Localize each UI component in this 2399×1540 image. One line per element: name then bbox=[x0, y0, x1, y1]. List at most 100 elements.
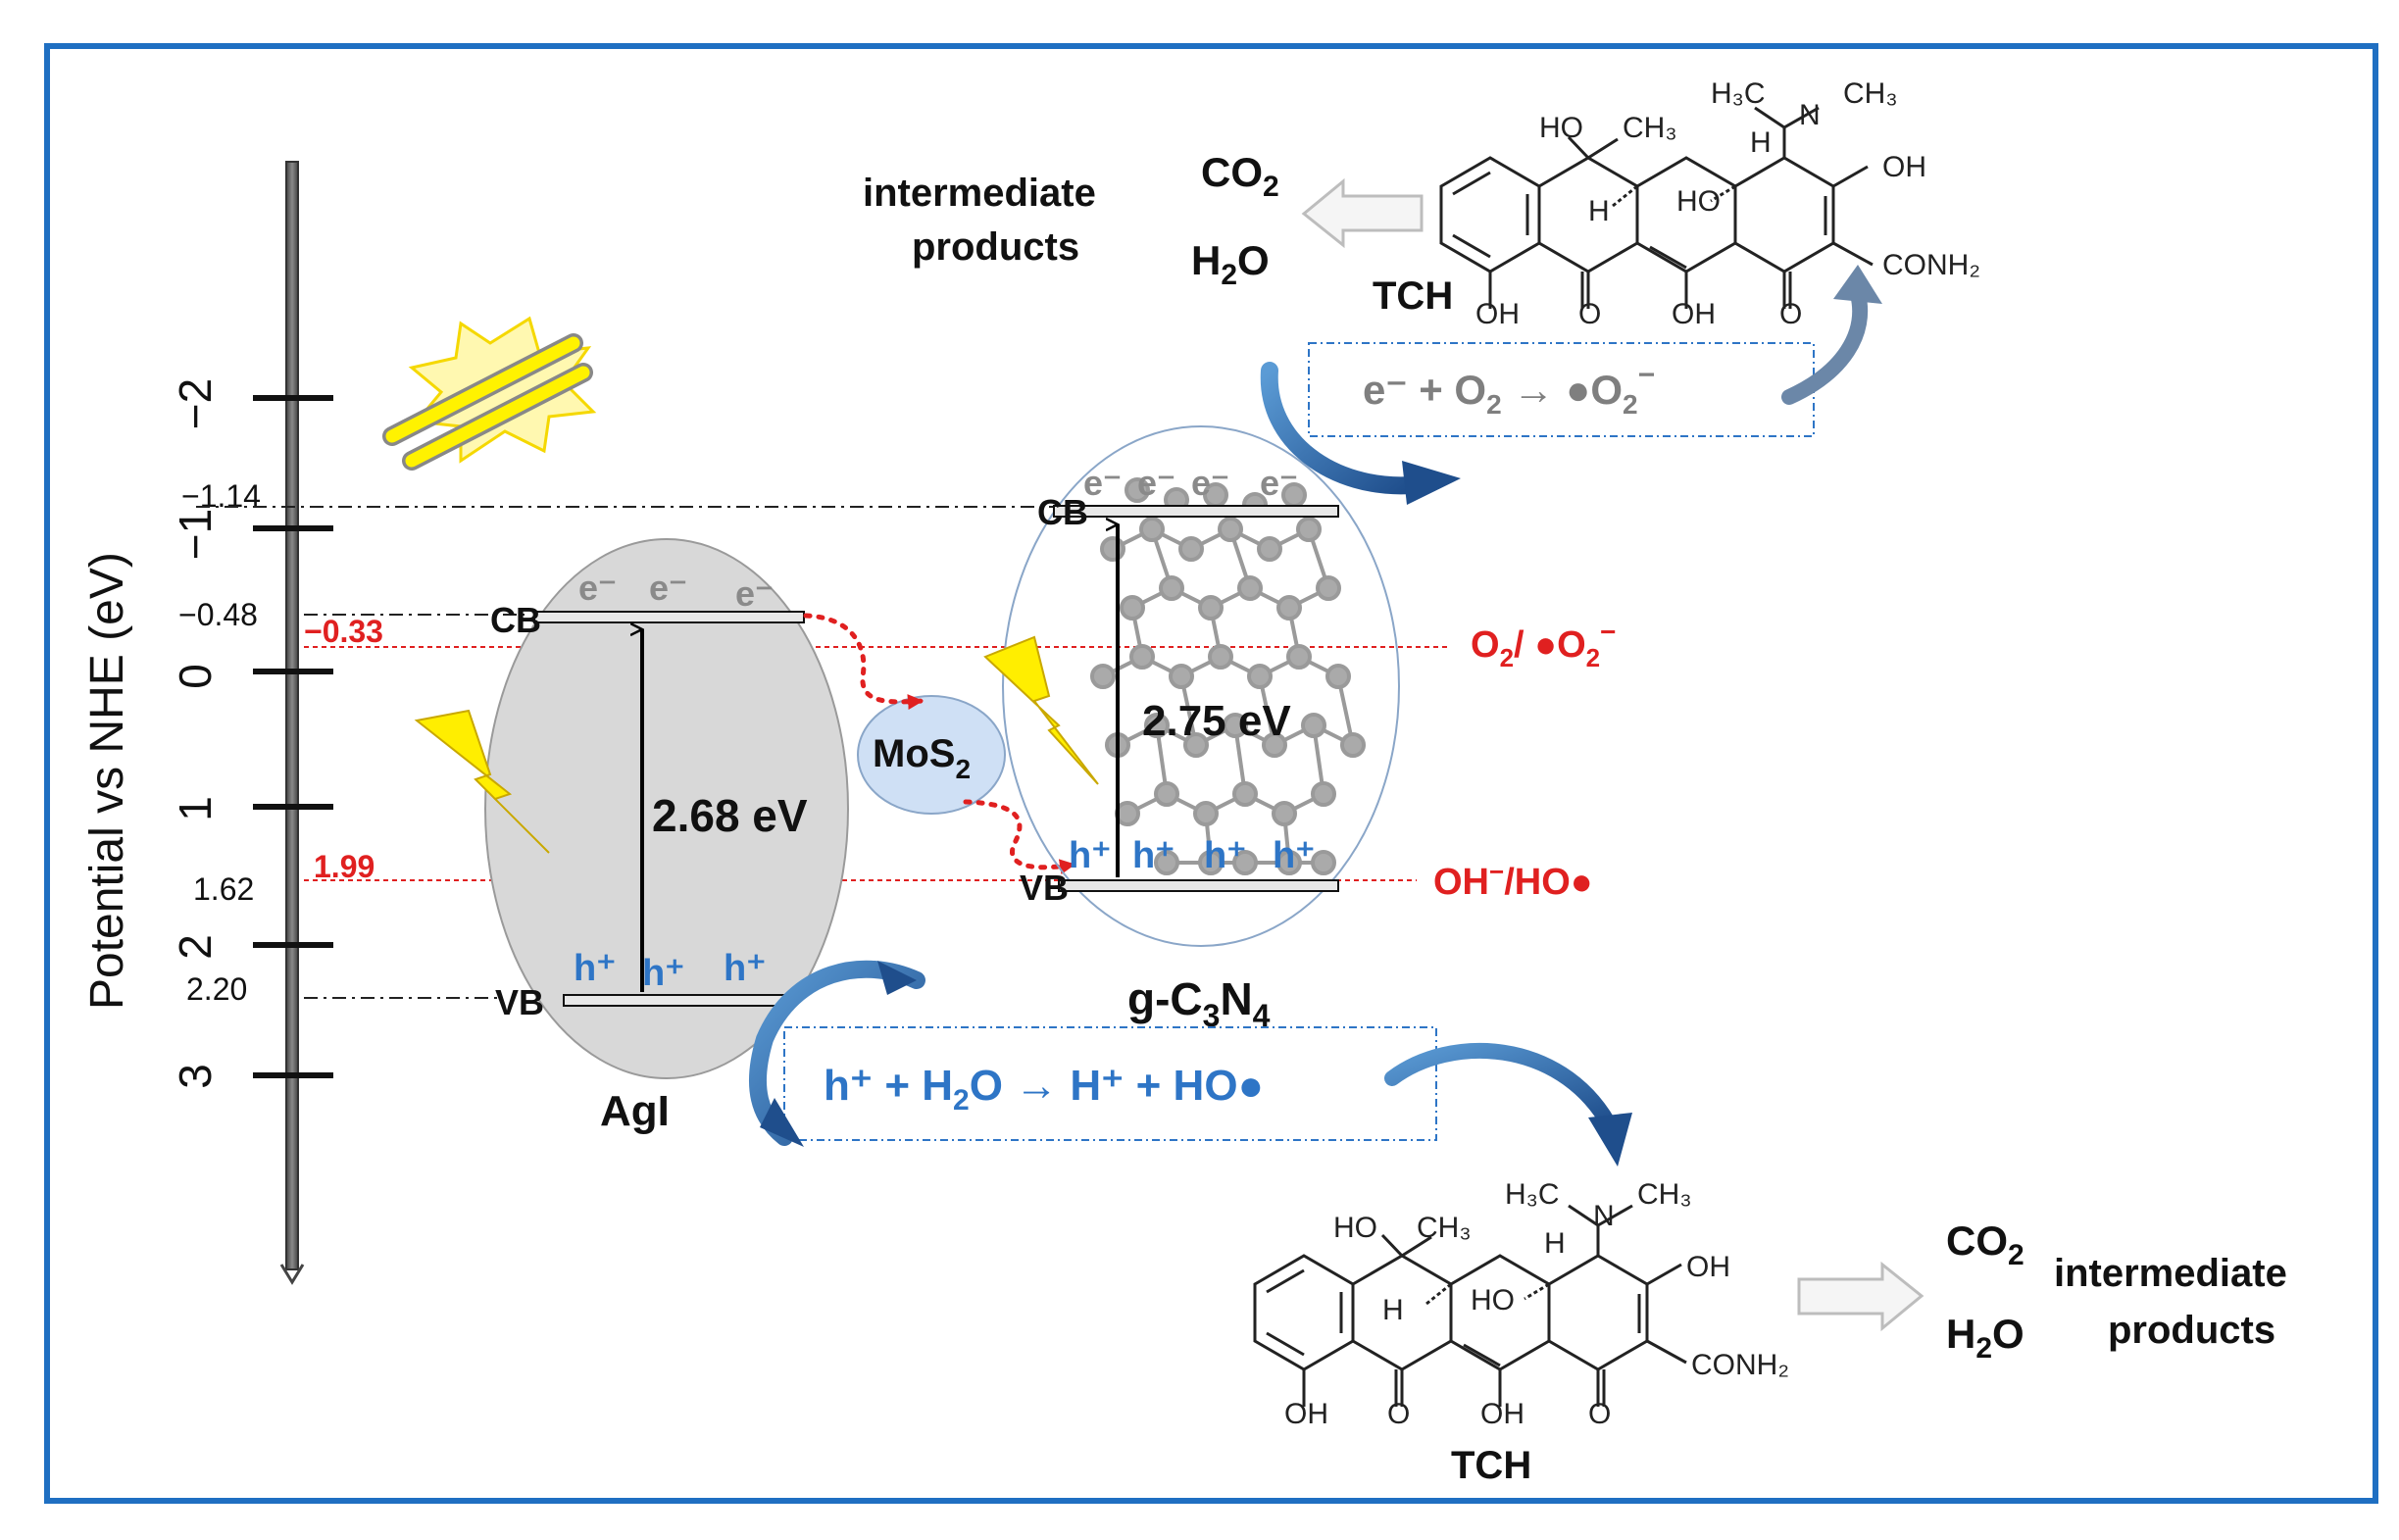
svg-text:HO: HO bbox=[1333, 1212, 1377, 1244]
svg-text:N: N bbox=[1593, 1200, 1615, 1232]
superoxide-reaction-box bbox=[1308, 342, 1815, 437]
svg-text:HO: HO bbox=[1539, 112, 1583, 144]
svg-text:H₃C: H₃C bbox=[1505, 1178, 1560, 1211]
svg-text:OH: OH bbox=[1475, 298, 1520, 330]
products-bottom-line1: intermediate bbox=[2054, 1252, 2287, 1295]
gcn-lightning-icon bbox=[983, 635, 1099, 785]
svg-text:H: H bbox=[1750, 126, 1772, 159]
products-top-line2: products bbox=[912, 225, 1079, 269]
svg-text:N: N bbox=[1799, 99, 1821, 131]
mos2-label: MoS2 bbox=[873, 732, 971, 784]
gcn-electron-1: e⁻ bbox=[1083, 463, 1122, 503]
light-source-icon bbox=[382, 316, 597, 471]
hydroxyl-reaction-box bbox=[783, 1026, 1437, 1141]
oh-couple-label: OH−/HO● bbox=[1433, 857, 1593, 903]
gcn-bandgap: 2.75 eV bbox=[1142, 697, 1291, 745]
svg-text:OH: OH bbox=[1284, 1398, 1328, 1430]
gcn-electron-3: e⁻ bbox=[1191, 463, 1229, 503]
svg-text:OH: OH bbox=[1480, 1398, 1524, 1430]
gcn-vb-line bbox=[1058, 879, 1339, 892]
gcn-hole-1: h⁺ bbox=[1069, 835, 1111, 876]
gcn-name: g-C3N4 bbox=[1127, 973, 1271, 1033]
agi-cb-label: CB bbox=[490, 600, 541, 640]
gcn-sheet-structure bbox=[1090, 477, 1366, 875]
agi-vb-line bbox=[563, 994, 790, 1007]
svg-text:H₃C: H₃C bbox=[1711, 77, 1766, 110]
gcn-hole-2: h⁺ bbox=[1132, 835, 1175, 876]
gcn-hole-3: h⁺ bbox=[1204, 835, 1246, 876]
level-gcn-vb: 1.62 bbox=[193, 871, 254, 907]
svg-text:H: H bbox=[1544, 1227, 1566, 1260]
svg-text:O: O bbox=[1387, 1398, 1410, 1430]
svg-text:HO: HO bbox=[1676, 185, 1721, 218]
svg-text:HO: HO bbox=[1471, 1284, 1515, 1316]
svg-text:OH: OH bbox=[1672, 298, 1716, 330]
products-bottom-line2: products bbox=[2108, 1309, 2275, 1352]
tick-label-neg1: −1 bbox=[170, 509, 221, 560]
tch-bottom-labels: HO CH₃ H₃C N CH₃ H H HO OH CONH₂ OH O OH… bbox=[1284, 1178, 1789, 1430]
tch-name-top: TCH bbox=[1373, 274, 1453, 318]
curved-arrows bbox=[749, 265, 1882, 1167]
axis-label: Potential vs NHE (eV) bbox=[81, 552, 133, 1010]
gcn-electron-2: e⁻ bbox=[1137, 463, 1175, 503]
mos2-particle bbox=[857, 695, 1006, 815]
level-agi-cb: −0.48 bbox=[178, 597, 258, 632]
gcn-cb-line bbox=[1053, 505, 1339, 518]
h2o-top: H2O bbox=[1191, 237, 1270, 291]
tick-label-neg2: −2 bbox=[170, 378, 221, 429]
svg-text:O: O bbox=[1779, 298, 1802, 330]
agi-hole-3: h⁺ bbox=[724, 948, 766, 989]
gcn-vb-label: VB bbox=[1020, 868, 1069, 908]
agi-lightning-icon bbox=[414, 709, 550, 854]
hydroxyl-reaction: h⁺ + H2O → H⁺ + HO● bbox=[824, 1062, 1264, 1117]
svg-text:H: H bbox=[1382, 1294, 1404, 1326]
tch-top-labels: HO CH₃ H₃C N CH₃ H H HO OH CONH₂ OH O OH… bbox=[1475, 77, 1980, 330]
co2-top: CO2 bbox=[1201, 149, 1279, 203]
products-top-line1: intermediate bbox=[863, 172, 1096, 215]
agi-bandgap: 2.68 eV bbox=[652, 790, 808, 841]
agi-vb-label: VB bbox=[495, 982, 544, 1022]
gcn-electron-4: e⁻ bbox=[1260, 463, 1298, 503]
product-arrow-top bbox=[1301, 177, 1424, 249]
svg-text:CH₃: CH₃ bbox=[1843, 77, 1898, 110]
svg-text:CONH₂: CONH₂ bbox=[1882, 249, 1980, 281]
agi-hole-2: h⁺ bbox=[642, 953, 684, 994]
agi-electron-3: e⁻ bbox=[735, 573, 774, 614]
agi-particle bbox=[484, 538, 849, 1079]
svg-text:O: O bbox=[1588, 1398, 1611, 1430]
superoxide-reaction: e⁻ + O2 → ●O2− bbox=[1363, 359, 1655, 420]
level-oh: 1.99 bbox=[314, 849, 375, 884]
tick-label-1: 1 bbox=[170, 796, 221, 821]
agi-name: AgI bbox=[600, 1087, 670, 1135]
hole-transfer-path bbox=[963, 799, 1076, 875]
agi-hole-1: h⁺ bbox=[574, 948, 616, 989]
tch-name-bottom: TCH bbox=[1451, 1444, 1531, 1487]
svg-text:O: O bbox=[1578, 298, 1601, 330]
potential-axis bbox=[253, 161, 333, 1285]
gcn-particle bbox=[1002, 425, 1400, 947]
svg-text:CH₃: CH₃ bbox=[1417, 1212, 1472, 1244]
level-agi-vb: 2.20 bbox=[186, 971, 247, 1007]
gcn-cb-label: CB bbox=[1037, 492, 1088, 532]
electron-transfer-path bbox=[803, 613, 925, 711]
gcn-hole-4: h⁺ bbox=[1273, 835, 1315, 876]
svg-text:CONH₂: CONH₂ bbox=[1691, 1349, 1789, 1381]
agi-electron-2: e⁻ bbox=[649, 568, 687, 608]
h2o-bottom: H2O bbox=[1946, 1311, 2024, 1365]
level-gcn-cb: −1.14 bbox=[181, 478, 261, 514]
co2-bottom: CO2 bbox=[1946, 1217, 2024, 1271]
agi-electron-1: e⁻ bbox=[578, 568, 617, 608]
svg-text:H: H bbox=[1588, 195, 1610, 227]
figure-frame bbox=[44, 43, 2378, 1504]
tick-label-3: 3 bbox=[170, 1064, 221, 1089]
svg-text:OH: OH bbox=[1882, 151, 1926, 183]
svg-text:CH₃: CH₃ bbox=[1623, 112, 1677, 144]
svg-text:CH₃: CH₃ bbox=[1637, 1178, 1692, 1211]
tick-label-2: 2 bbox=[170, 934, 221, 960]
product-arrow-bottom bbox=[1797, 1261, 1924, 1332]
o2-couple-label: O2/ ●O2− bbox=[1471, 617, 1616, 672]
level-o2: −0.33 bbox=[304, 614, 383, 649]
tick-label-0: 0 bbox=[170, 664, 221, 689]
svg-text:OH: OH bbox=[1686, 1251, 1730, 1283]
